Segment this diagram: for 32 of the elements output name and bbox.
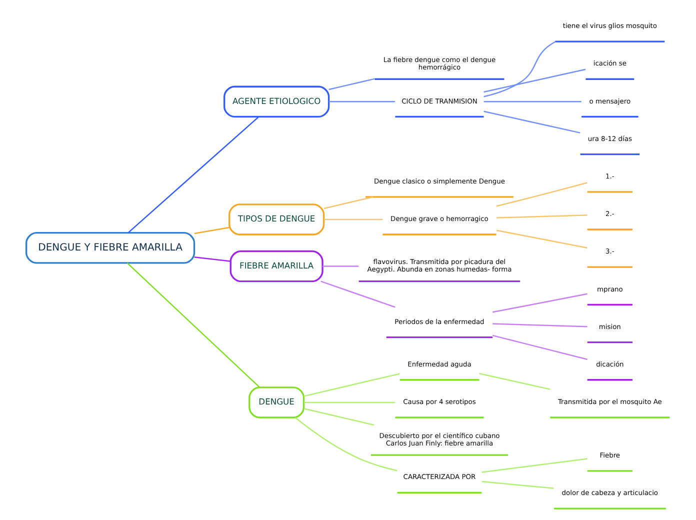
- connector: [496, 214, 588, 218]
- connector: [324, 218, 383, 220]
- connector: [194, 256, 231, 262]
- connector: [320, 280, 396, 308]
- connector: [128, 116, 259, 234]
- connector: [492, 293, 588, 313]
- connector: [328, 101, 395, 102]
- connector: [482, 480, 554, 489]
- connector: [479, 372, 550, 390]
- connector: [484, 68, 586, 93]
- node-box: DENGUE: [248, 386, 305, 418]
- connector: [496, 182, 588, 207]
- connector: [492, 323, 588, 328]
- connector: [328, 78, 375, 90]
- connector: [304, 373, 400, 397]
- connector: [304, 408, 374, 426]
- connector: [492, 334, 588, 360]
- node-box: DENGUE Y FIEBRE AMARILLA: [26, 232, 196, 264]
- node-box: TIPOS DE DENGUE: [228, 204, 325, 236]
- connector: [304, 402, 395, 404]
- node-box: AGENTE ETIOLOGICO: [224, 86, 330, 118]
- connector: [322, 266, 359, 267]
- connector: [126, 262, 260, 388]
- node-box: FIEBRE AMARILLA: [230, 250, 324, 282]
- connector: [484, 101, 582, 102]
- connector: [294, 417, 398, 472]
- connector: [484, 110, 580, 134]
- connector: [482, 458, 588, 473]
- connector: [194, 226, 230, 234]
- connector: [496, 230, 588, 248]
- connector: [324, 196, 374, 210]
- connector: [484, 41, 556, 98]
